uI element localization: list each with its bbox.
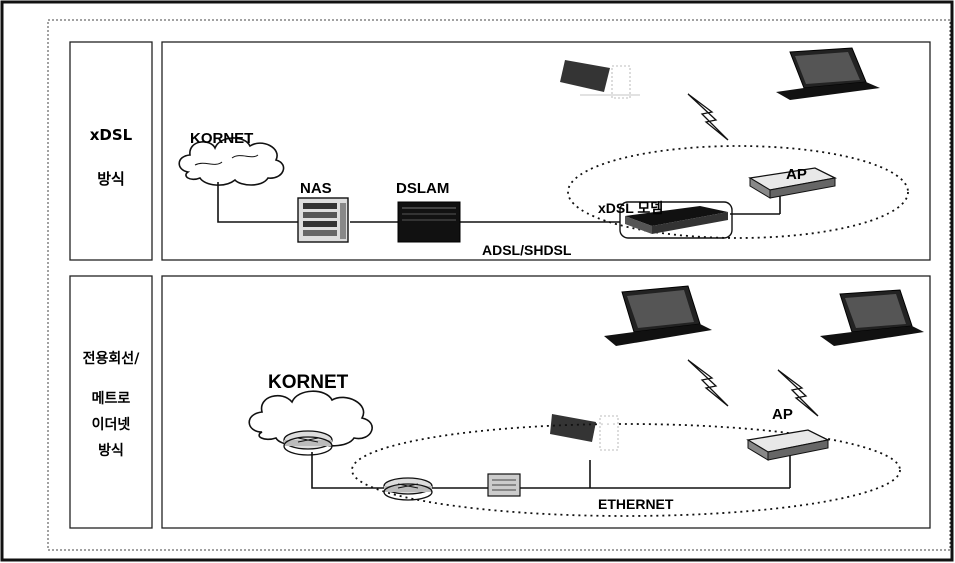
ap-label-bottom: AP [772, 406, 793, 423]
ap-icon-top [748, 167, 838, 199]
dslam-icon [397, 201, 461, 243]
desktop-pc-icon-top [560, 60, 640, 99]
laptop-icon-bottom-2 [820, 289, 924, 346]
kornet-label-top: KORNET [190, 130, 254, 147]
ap-icon-bottom [746, 429, 830, 461]
desktop-pc-icon-bottom [550, 414, 619, 451]
bottom-lan-ellipse [351, 423, 901, 517]
router-icon-1 [283, 430, 333, 456]
switch-icon [487, 473, 521, 497]
bottom-link-1 [311, 452, 384, 489]
xdsl-modem-label: xDSL 모뎀 [598, 200, 664, 216]
wireless-signal-icon-top [687, 93, 729, 141]
laptop-icon-bottom-1 [604, 285, 712, 346]
kornet-cloud-icon [178, 137, 285, 186]
kornet-label-bottom: KORNET [268, 372, 349, 393]
modem-frame [619, 201, 733, 239]
wireless-signal-icon-bottom-1 [687, 359, 729, 407]
xdsl-label-line2: 방식 [97, 170, 125, 188]
adsl-shdsl-label: ADSL/SHDSL [482, 242, 572, 258]
leased-label-box [69, 275, 153, 529]
leased-label-line3: 이더넷 [91, 417, 131, 433]
laptop-icon-top [776, 47, 880, 100]
wireless-signal-icon-bottom-2 [777, 369, 819, 417]
xdsl-label-line1: xDSL [89, 126, 133, 144]
nas-label: NAS [300, 180, 332, 197]
dslam-label: DSLAM [396, 180, 450, 197]
ethernet-label: ETHERNET [598, 496, 674, 512]
leased-label-line1: 전용회선/ [82, 351, 140, 367]
leased-label-line4: 방식 [98, 443, 124, 459]
top-link-1 [217, 182, 300, 223]
xdsl-modem-icon [625, 206, 728, 234]
ap-label-top: AP [786, 166, 807, 183]
top-wlan-ellipse [567, 145, 909, 239]
kornet-cloud-icon-bottom [248, 390, 373, 447]
leased-label-line2: 메트로 [91, 391, 131, 407]
nas-server-icon [297, 197, 349, 243]
router-icon-2 [383, 477, 433, 501]
xdsl-label-box [69, 41, 153, 261]
